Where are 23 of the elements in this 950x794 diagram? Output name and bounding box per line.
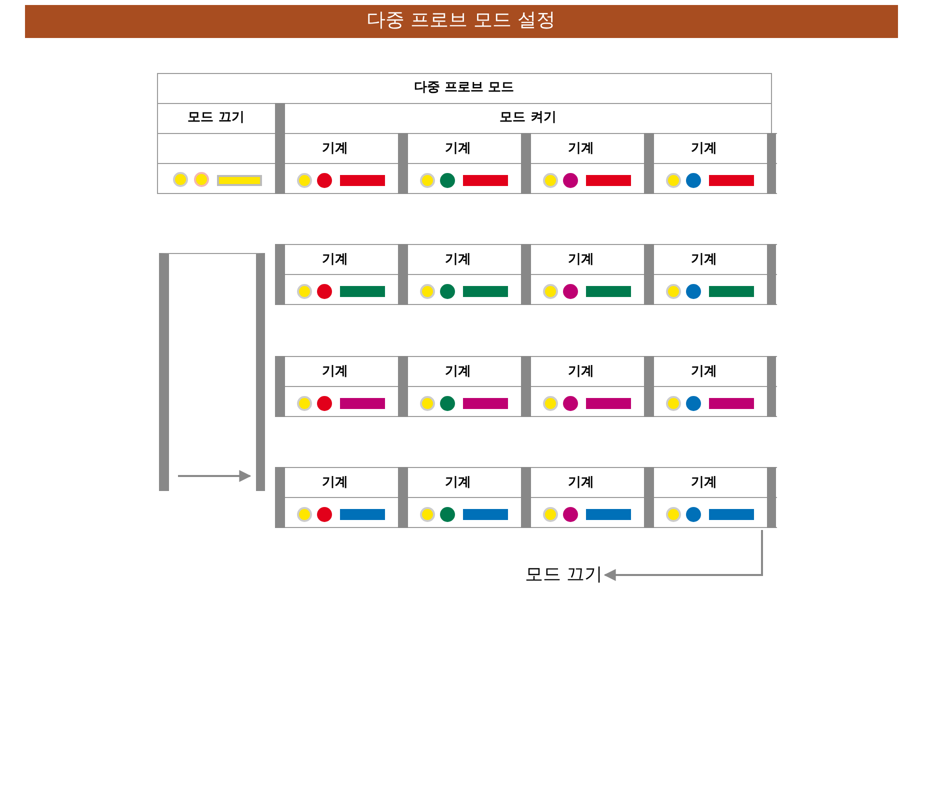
- machine-label: 기계: [322, 141, 348, 157]
- machine-label: 기계: [568, 252, 594, 268]
- machine-label: 기계: [445, 364, 471, 380]
- table-header: 다중 프로브 모드: [414, 80, 514, 96]
- machine-label: 기계: [568, 475, 594, 491]
- title-text: 다중 프로브 모드 설정: [366, 8, 556, 32]
- column-header: 모드 켜기: [500, 110, 556, 126]
- mode-off-label: 모드 끄기: [525, 564, 603, 586]
- machine-label: 기계: [691, 252, 717, 268]
- machine-label: 기계: [691, 141, 717, 157]
- machine-label: 기계: [445, 475, 471, 491]
- machine-label: 기계: [322, 475, 348, 491]
- machine-label: 기계: [691, 475, 717, 491]
- machine-label: 기계: [322, 364, 348, 380]
- machine-label: 기계: [568, 141, 594, 157]
- column-header: 모드 끄기: [188, 110, 244, 126]
- arrow: [604, 530, 763, 581]
- machine-label: 기계: [322, 252, 348, 268]
- machine-label: 기계: [568, 364, 594, 380]
- machine-label: 기계: [691, 364, 717, 380]
- machine-label: 기계: [445, 141, 471, 157]
- machine-label: 기계: [445, 252, 471, 268]
- frame-box: [159, 253, 265, 491]
